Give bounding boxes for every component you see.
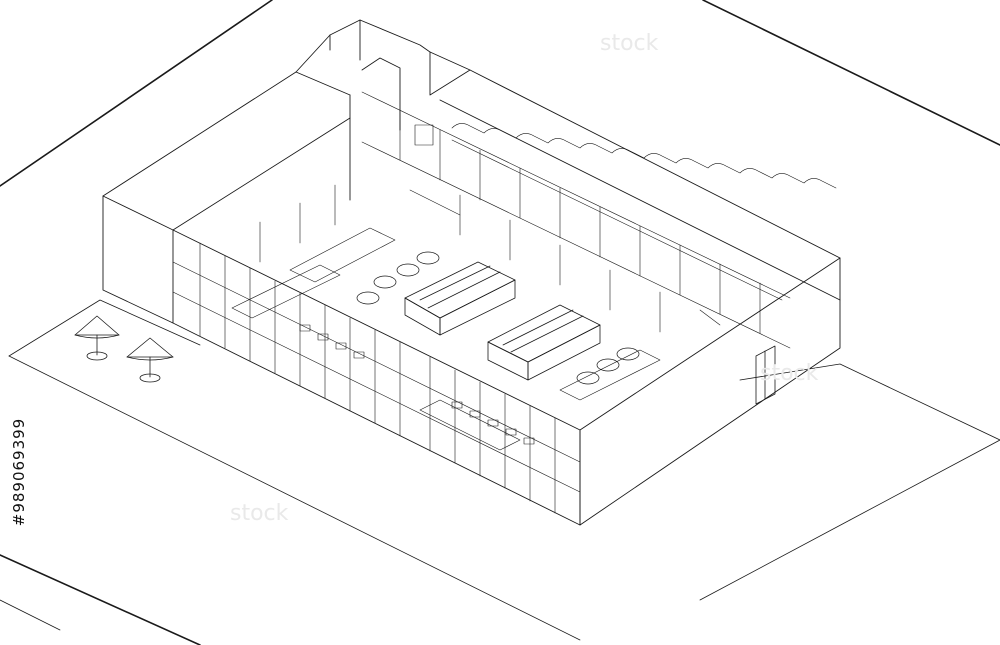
round-tables — [356, 251, 640, 385]
side-door — [755, 345, 776, 405]
banquettes — [231, 227, 661, 451]
building-shell — [102, 19, 841, 526]
interior-partitions — [259, 184, 721, 333]
service-bars — [404, 261, 601, 381]
patio-umbrellas — [74, 315, 174, 383]
mezzanine-band — [361, 91, 791, 349]
svg-text:stock: stock — [600, 31, 659, 56]
stock-image-id: #989069399 — [4, 392, 34, 552]
glass-mullions — [172, 242, 581, 514]
watermark-pattern: stock stock stock — [230, 31, 819, 526]
ground-slab — [0, 299, 1000, 641]
svg-text:stock: stock — [760, 361, 819, 386]
stock-image-id-text: #989069399 — [10, 417, 28, 527]
square-tables — [299, 324, 535, 445]
svg-text:stock: stock — [230, 501, 289, 526]
booth-row — [451, 123, 837, 301]
